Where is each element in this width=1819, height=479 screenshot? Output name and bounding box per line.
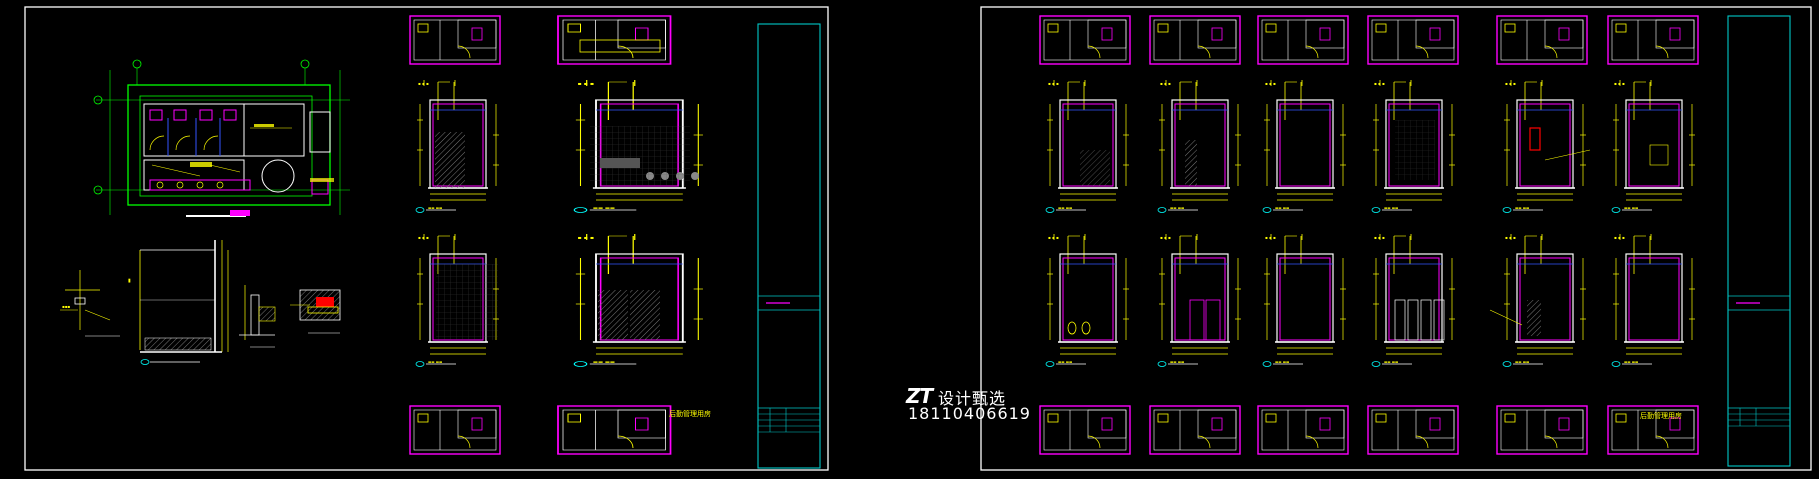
watermark: ZT 设计甄选 18110406619 bbox=[906, 384, 1066, 424]
label-restroom-b: 后勤管理用房 bbox=[1640, 411, 1682, 420]
watermark-phone: 18110406619 bbox=[908, 404, 1031, 423]
watermark-brand: 设计甄选 bbox=[938, 389, 1007, 408]
watermark-logo: ZT bbox=[906, 384, 933, 408]
detail-drawings: ▪▪▪ bbox=[60, 270, 341, 348]
svg-text:▮: ▮ bbox=[128, 278, 131, 284]
sheet-left: ▮ ▪▪▪ bbox=[24, 6, 829, 471]
svg-text:▪▪▪: ▪▪▪ bbox=[62, 304, 70, 309]
main-floor-plan bbox=[93, 59, 350, 217]
section-drawing: ▮ bbox=[128, 240, 229, 365]
label-restroom-a: 后勤管理用房 bbox=[669, 409, 711, 418]
sheet-right: 后勤管理用房 bbox=[980, 6, 1812, 471]
